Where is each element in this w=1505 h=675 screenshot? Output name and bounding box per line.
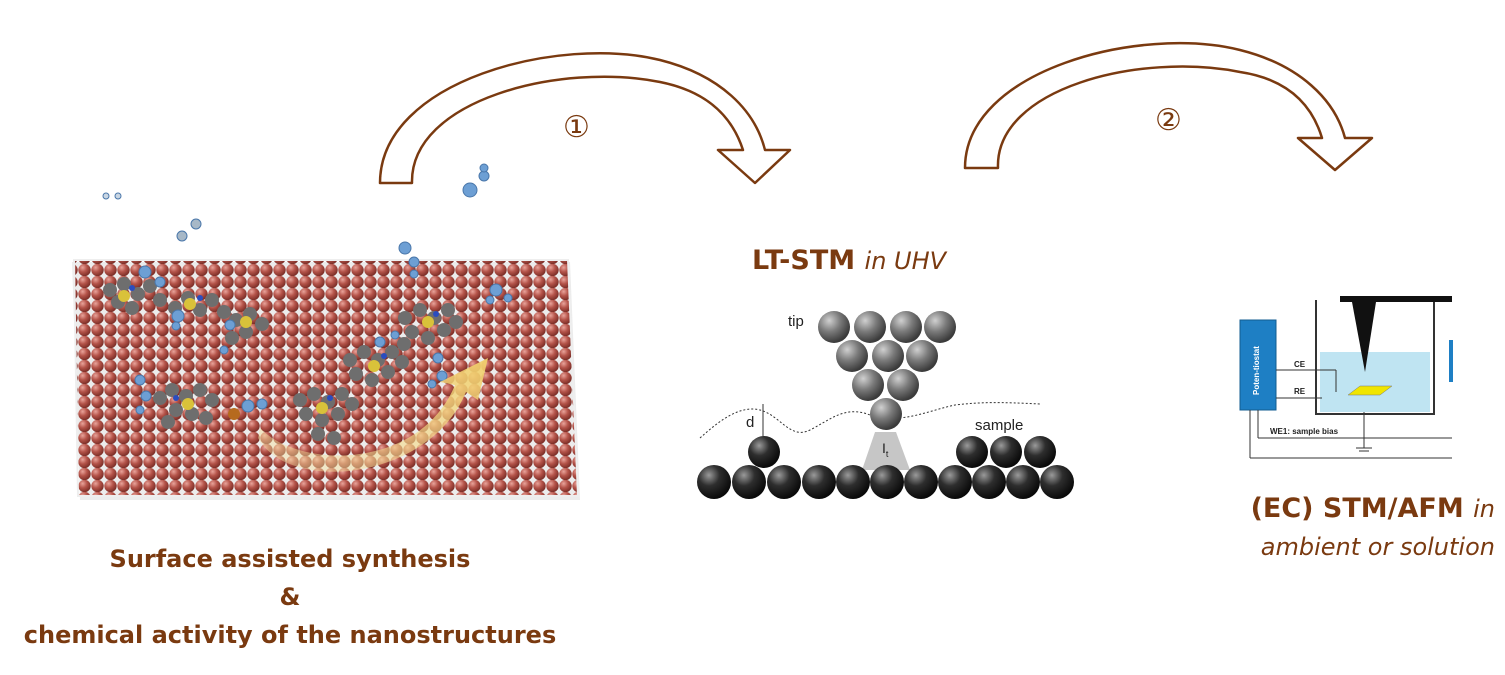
re-label: RE [1294, 387, 1306, 396]
stm-schematic [697, 311, 1074, 499]
distance-label: d [746, 414, 755, 431]
step2-arrow [963, 42, 1374, 172]
diffusion-arrow [258, 358, 488, 472]
left-caption: Surface assisted synthesis & chemical ac… [10, 540, 570, 654]
we-label: WE1: sample bias [1270, 427, 1339, 436]
caption-line3: chemical activity of the nanostructures [23, 621, 557, 649]
current-symbol: I [882, 440, 886, 456]
current-subscript: t [885, 448, 889, 459]
step1-arrow [378, 52, 792, 185]
lt-stm-title-bold: LT-STM [752, 245, 856, 276]
metal-centers [118, 285, 439, 420]
lt-stm-title-italic: in UHV [864, 247, 947, 275]
sample-label: sample [975, 417, 1024, 434]
ec-title-italic-1: in [1473, 495, 1495, 523]
ec-cell-schematic [1239, 296, 1453, 459]
ec-stm-title: (EC) STM/AFM in ambient or solution [1215, 490, 1495, 566]
current-label: It [882, 440, 888, 459]
ec-title-italic-2: ambient or solution [1260, 533, 1495, 561]
step1-label: ① [563, 110, 590, 145]
step2-label: ② [1155, 103, 1182, 138]
gas-molecules [102, 163, 513, 415]
lt-stm-title: LT-STM in UHV [752, 245, 946, 276]
tip-label: tip [788, 313, 804, 330]
contour-line [699, 402, 1041, 439]
molecule-cluster [103, 277, 463, 445]
potentiostat-label: Poten-tiostat [1252, 346, 1261, 395]
ec-title-bold: (EC) STM/AFM [1250, 493, 1464, 524]
caption-line2: & [279, 583, 301, 611]
caption-line1: Surface assisted synthesis [109, 545, 471, 573]
ce-label: CE [1294, 360, 1306, 369]
ec-title-line1: (EC) STM/AFM in [1215, 490, 1495, 528]
